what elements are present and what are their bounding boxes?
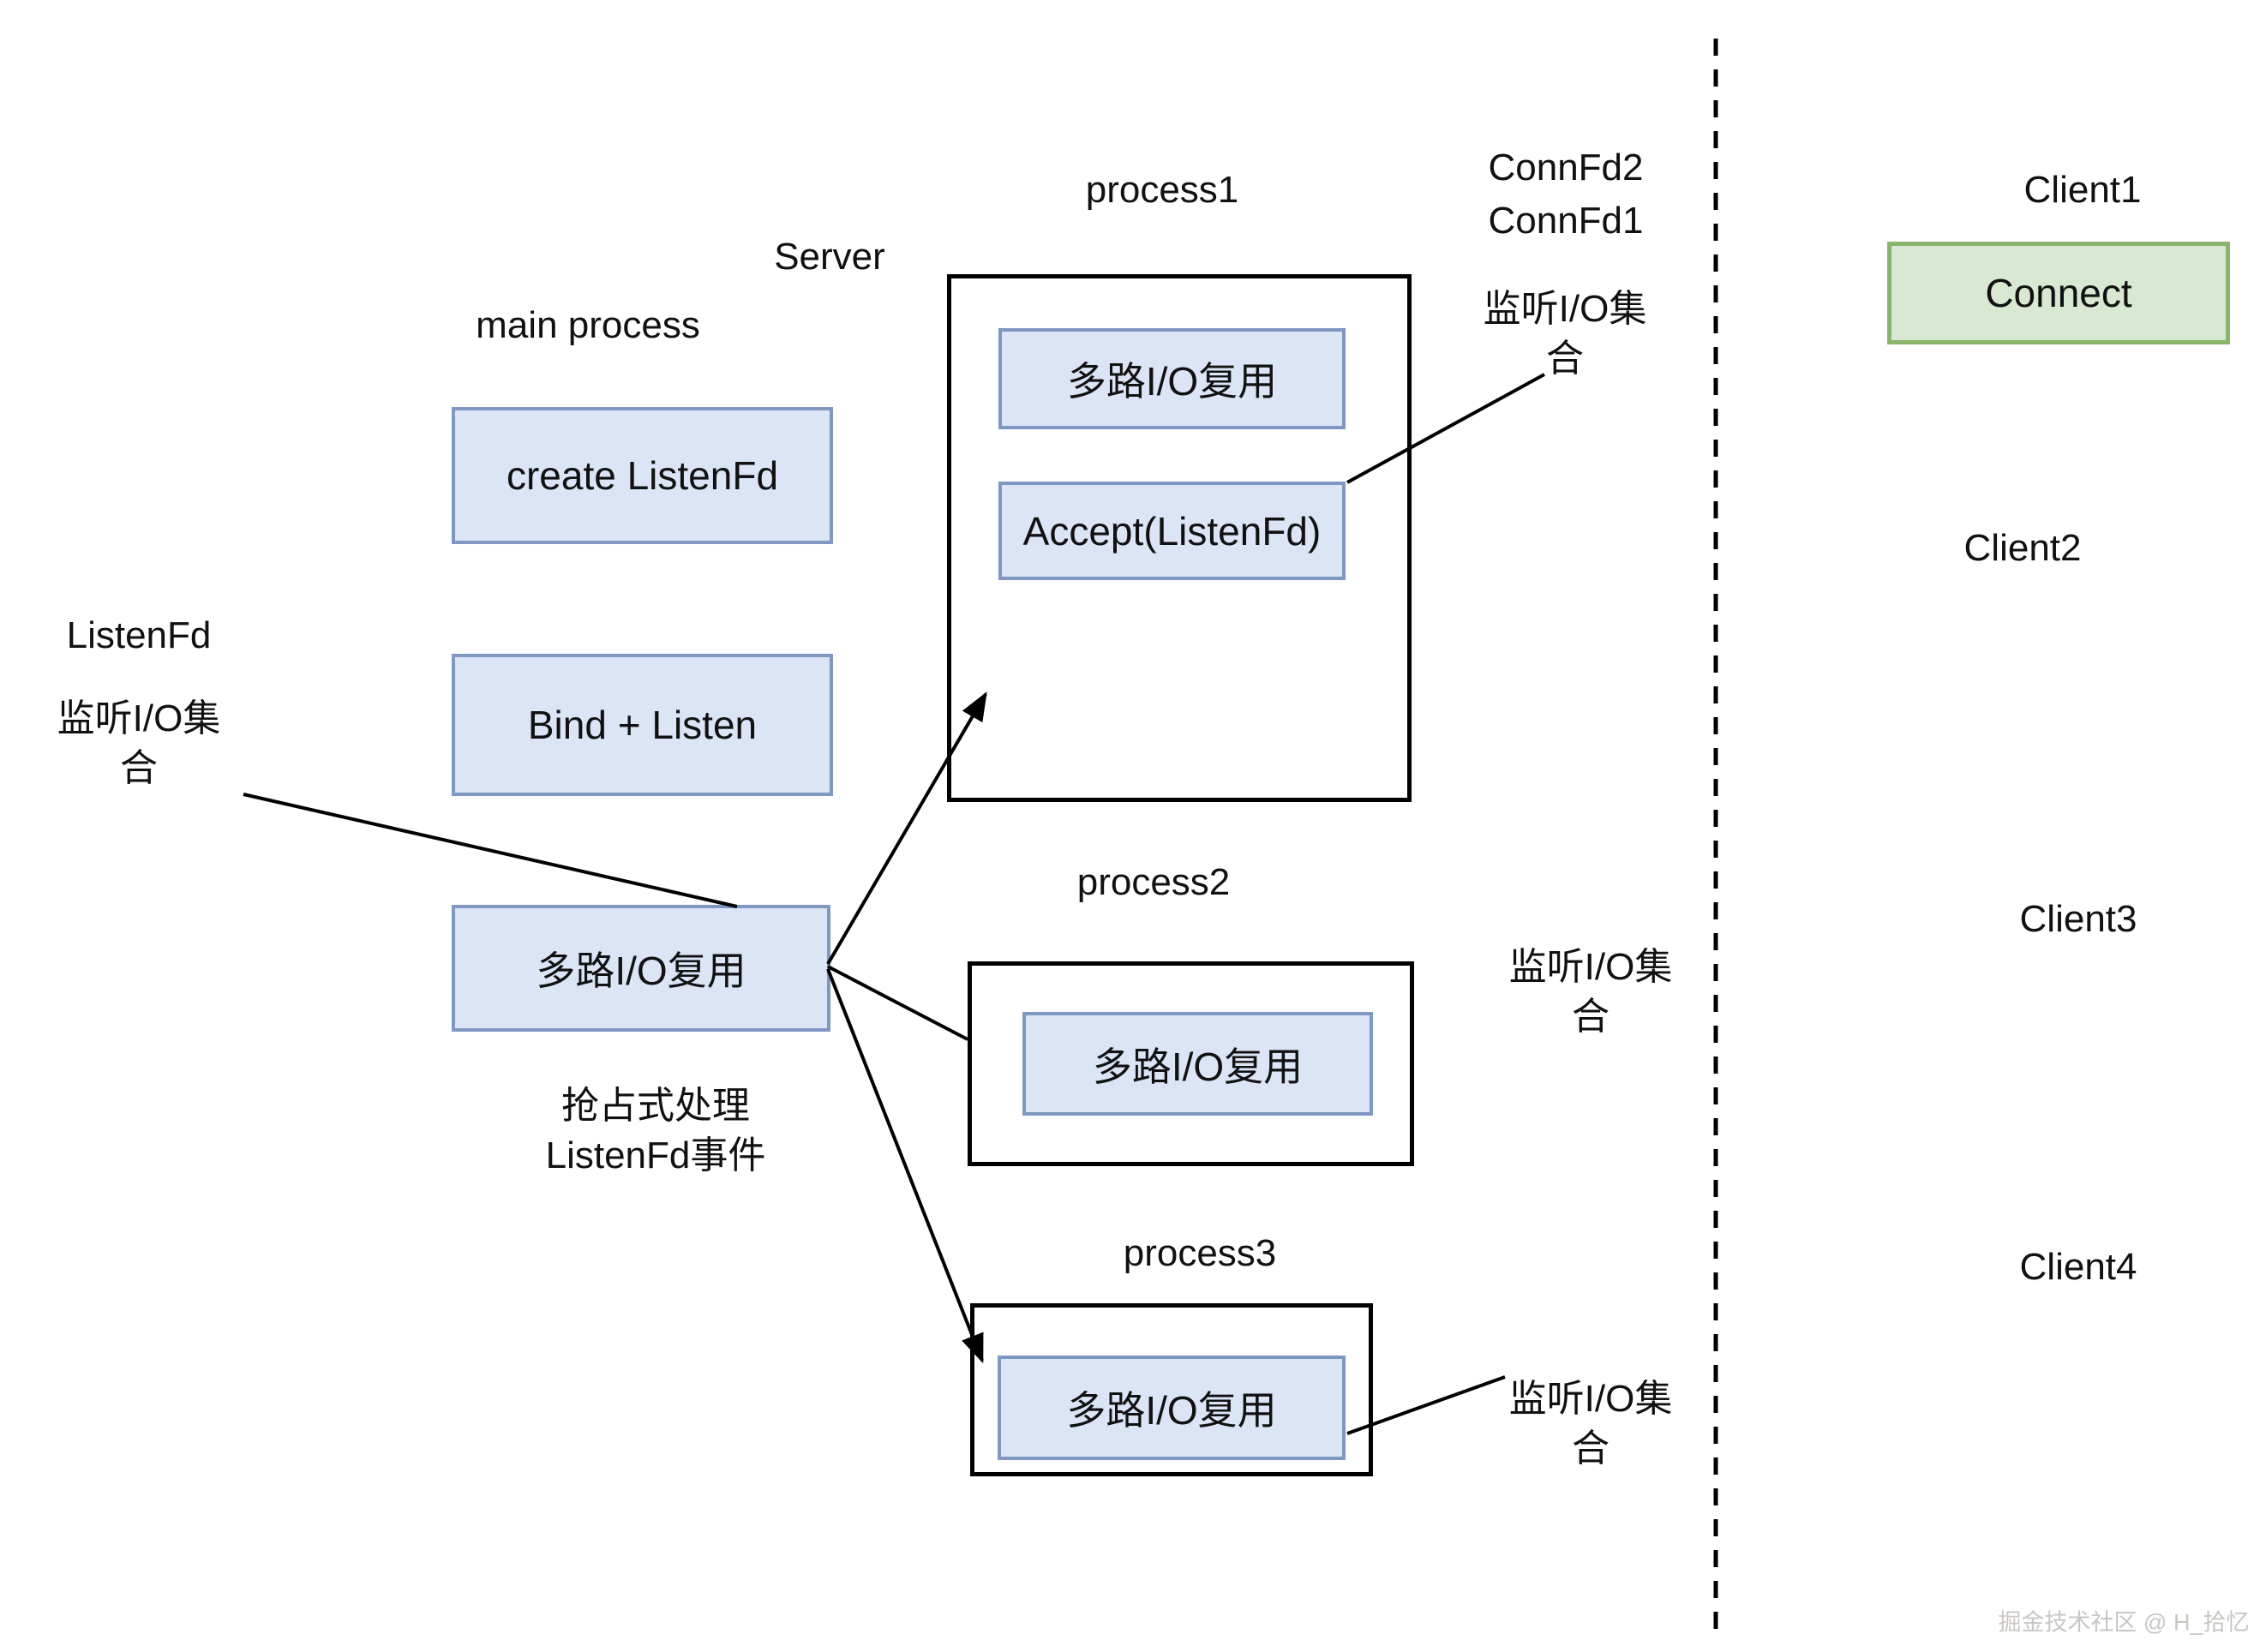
- connfd1-label: ConnFd1: [1488, 200, 1644, 242]
- process1-multiplex-io-box: 多路I/O复用: [998, 328, 1346, 429]
- connect-label: Connect: [1985, 271, 2132, 315]
- connect-box: Connect: [1887, 242, 2230, 344]
- client1-label: Client1: [2023, 169, 2142, 211]
- process1-label: process1: [1085, 169, 1239, 211]
- connector-listenfd-to-multiplex: [243, 793, 738, 908]
- client4-label: Client4: [2019, 1246, 2137, 1288]
- connector-multiplex-to-process2: [827, 965, 968, 1041]
- accept-listenfd-label: Accept(ListenFd): [1022, 508, 1322, 554]
- listen-io-set-label-left: 监听I/O集 合: [57, 697, 221, 790]
- accept-listenfd-box: Accept(ListenFd): [998, 482, 1346, 580]
- watermark: 掘金技术社区 @ H_拾忆: [1998, 1609, 2250, 1636]
- multiplex-io-label: 多路I/O复用: [1066, 1388, 1277, 1433]
- server-label: Server: [774, 236, 885, 278]
- process3-multiplex-io-box: 多路I/O复用: [998, 1356, 1346, 1460]
- main-multiplex-io-box: 多路I/O复用: [452, 905, 830, 1032]
- connector-multiplex-to-process3-arrow: [826, 968, 984, 1364]
- multiplex-io-label: 多路I/O复用: [1066, 359, 1278, 404]
- listen-io-set-label-process2: 监听I/O集 合: [1508, 946, 1673, 1038]
- client3-label: Client3: [2019, 898, 2137, 940]
- main-process-label: main process: [476, 304, 700, 346]
- bind-listen-label: Bind + Listen: [527, 703, 758, 747]
- client2-label: Client2: [1963, 527, 2082, 569]
- multiplex-io-label: 多路I/O复用: [536, 949, 746, 993]
- process3-label: process3: [1123, 1232, 1277, 1274]
- listenfd-label: ListenFd: [66, 614, 212, 656]
- create-listenfd-label: create ListenFd: [506, 453, 779, 498]
- process2-multiplex-io-box: 多路I/O复用: [1022, 1012, 1373, 1116]
- bind-listen-box: Bind + Listen: [452, 654, 833, 796]
- listen-io-set-label-top: 监听I/O集 合: [1483, 288, 1647, 380]
- listen-io-set-label-process3: 监听I/O集 合: [1508, 1378, 1673, 1470]
- connfd2-label: ConnFd2: [1488, 147, 1644, 189]
- create-listenfd-box: create ListenFd: [452, 407, 833, 544]
- process2-label: process2: [1076, 861, 1231, 903]
- preempt-note: 抢占式处理 ListenFd事件: [545, 1085, 766, 1177]
- multiplex-io-label: 多路I/O复用: [1092, 1044, 1304, 1089]
